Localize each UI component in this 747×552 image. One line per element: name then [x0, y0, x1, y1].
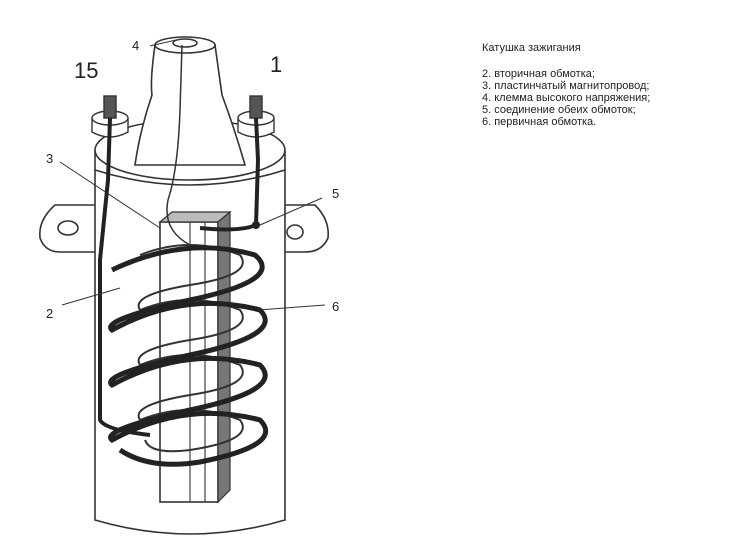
primary-winding [108, 245, 268, 467]
mounting-bracket-right [285, 204, 330, 253]
terminal-1-label: 1 [270, 52, 282, 77]
high-voltage-tower [134, 36, 247, 166]
legend: Катушка зажигания 2. вторичная обмотка; … [482, 42, 732, 128]
legend-item-2: 2. вторичная обмотка; [482, 68, 595, 80]
callout-5: 5 [332, 186, 339, 201]
callout-leaders [59, 39, 326, 311]
terminal-15-label: 15 [74, 58, 98, 83]
mounting-bracket-left [38, 204, 95, 253]
legend-item-5: 5. соединение обеих обмоток; [482, 104, 636, 116]
high-voltage-lead [166, 44, 191, 246]
winding-junction [252, 221, 260, 229]
legend-item-6: 6. первичная обмотка. [482, 116, 597, 128]
legend-title: Катушка зажигания [482, 42, 581, 54]
callout-3: 3 [46, 151, 53, 166]
legend-item-4: 4. клемма высокого напряжения; [482, 92, 651, 104]
callout-2: 2 [46, 306, 53, 321]
callout-6: 6 [332, 299, 339, 314]
callout-4: 4 [132, 38, 139, 53]
legend-item-3: 3. пластинчатый магнитопровод; [482, 80, 650, 92]
